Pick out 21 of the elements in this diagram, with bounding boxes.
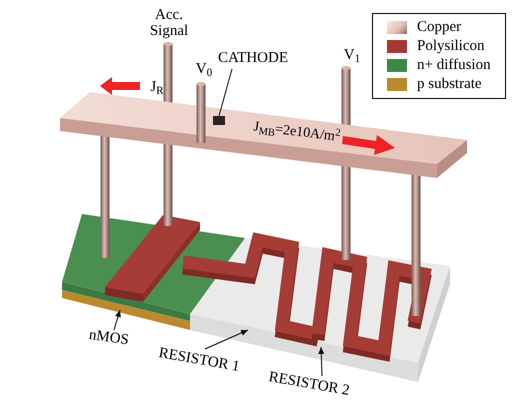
text-label: J$_{MB}$=2e10A/m$^{2}$ [252,119,342,146]
text-label: V$_{0}$ [194,62,214,78]
legend-label: Polysilicon [417,38,485,55]
polysilicon-resistor [182,232,320,346]
leader-line [204,330,248,350]
part-label: RESISTOR 2 [267,370,351,399]
polysilicon-resistor [312,247,432,362]
legend-label: p substrate [417,76,482,93]
part-label: nMOS [88,328,130,348]
text-label: V$_{1}$ [342,48,362,64]
legend-label: Copper [417,19,462,36]
text-label: Acc. Signal [148,8,190,40]
legend-label: n+ diffusion [417,57,491,74]
text-label: J$_{R}$ [149,80,165,96]
leader-line [318,346,324,376]
p-substrate-layer [62,290,190,330]
part-label: RESISTOR 1 [157,346,241,375]
part-label: CATHODE [218,51,288,66]
leader-line [114,310,121,330]
leader-line [218,68,232,116]
cathode-tab [213,116,225,125]
